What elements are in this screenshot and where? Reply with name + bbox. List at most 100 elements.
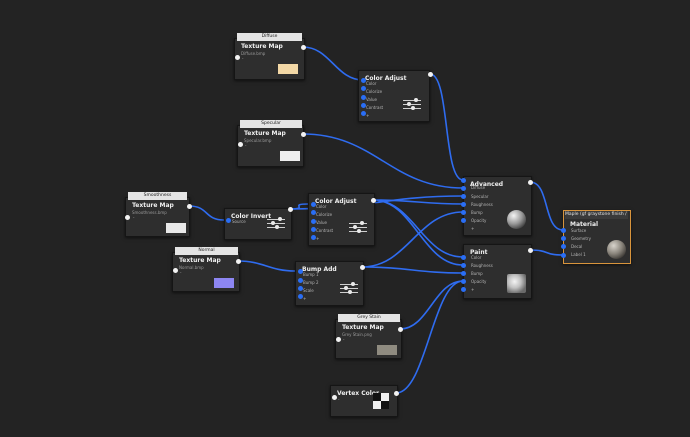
add-input-row[interactable]: -: [133, 215, 135, 220]
texture-swatch: [377, 345, 397, 355]
input-port[interactable]: [310, 201, 316, 207]
port-label-roughness: Roughness: [471, 202, 493, 207]
connection-wire[interactable]: [372, 199, 464, 205]
input-port[interactable]: [560, 243, 566, 249]
input-port[interactable]: [460, 262, 466, 268]
connection-wire[interactable]: [188, 205, 225, 221]
texture-map-grey-stain-node[interactable]: Texture Map Grey Stain.png -: [335, 319, 402, 359]
input-port[interactable]: [335, 336, 341, 342]
port-label-opacity: Opacity: [471, 279, 487, 284]
input-port[interactable]: [310, 234, 316, 240]
input-port[interactable]: [297, 277, 303, 283]
port-label-source: Source: [232, 219, 246, 224]
port-label-color: Color: [471, 255, 482, 260]
paint-node[interactable]: Paint Color Roughness Bump Opacity +: [463, 244, 532, 299]
node-title: Vertex Color: [337, 390, 379, 397]
output-port[interactable]: [300, 131, 306, 137]
connection-wire[interactable]: [429, 73, 464, 181]
output-port[interactable]: [393, 390, 399, 396]
add-input-row[interactable]: -: [245, 143, 247, 148]
advanced-node[interactable]: Advanced Diffuse Specular Roughness Bump…: [463, 176, 532, 236]
connection-wire[interactable]: [361, 266, 464, 274]
texture-map-normal-node[interactable]: Texture Map Normal.bmp -: [172, 252, 240, 292]
input-port[interactable]: [297, 268, 303, 274]
input-port[interactable]: [460, 254, 466, 260]
input-port[interactable]: [560, 227, 566, 233]
input-port[interactable]: [237, 141, 243, 147]
input-port[interactable]: [234, 54, 240, 60]
input-port[interactable]: [360, 94, 366, 100]
input-port[interactable]: [560, 252, 566, 258]
output-port[interactable]: [300, 44, 306, 50]
input-port[interactable]: [460, 185, 466, 191]
connection-wire[interactable]: [529, 181, 564, 231]
input-port[interactable]: [172, 267, 178, 273]
input-port[interactable]: [331, 394, 337, 400]
add-input-row[interactable]: -: [338, 397, 340, 402]
input-port[interactable]: [297, 285, 303, 291]
output-port[interactable]: [186, 203, 192, 209]
add-input-row[interactable]: -: [343, 337, 345, 342]
input-port[interactable]: [360, 102, 366, 108]
add-input-row[interactable]: +: [471, 226, 475, 231]
input-port[interactable]: [360, 85, 366, 91]
port-label-diffuse: Diffuse: [471, 185, 486, 190]
vertex-color-node[interactable]: Vertex Color -: [330, 385, 398, 417]
connection-wire[interactable]: [529, 249, 564, 256]
input-port[interactable]: [460, 193, 466, 199]
add-input-row[interactable]: -: [242, 56, 244, 61]
input-port[interactable]: [360, 110, 366, 116]
connection-wire[interactable]: [399, 280, 464, 330]
output-port[interactable]: [287, 206, 293, 212]
output-port[interactable]: [359, 264, 365, 270]
material-node[interactable]: Material Surface Geometry Decal Label 1: [563, 210, 631, 264]
input-port[interactable]: [460, 278, 466, 284]
input-port[interactable]: [460, 201, 466, 207]
output-port[interactable]: [527, 247, 533, 253]
connection-wire[interactable]: [361, 211, 464, 268]
input-port[interactable]: [460, 217, 466, 223]
connection-wire[interactable]: [302, 133, 464, 189]
add-input-row[interactable]: +: [316, 236, 320, 241]
input-port[interactable]: [310, 226, 316, 232]
input-port[interactable]: [560, 235, 566, 241]
output-port[interactable]: [427, 71, 433, 77]
connection-wire[interactable]: [372, 199, 464, 266]
add-input-row[interactable]: +: [471, 287, 475, 292]
port-label-geometry: Geometry: [571, 236, 591, 241]
node-tag-diffuse: Diffuse: [237, 33, 302, 41]
add-input-row[interactable]: +: [366, 113, 370, 118]
color-adjust-node-2[interactable]: Color Adjust Color Colorize Value Contra…: [308, 193, 375, 246]
color-adjust-node-1[interactable]: Color Adjust Color Colorize Value Contra…: [358, 70, 430, 122]
add-input-row[interactable]: +: [303, 296, 307, 301]
node-tag-smoothness: Smoothness: [128, 192, 187, 200]
input-port[interactable]: [310, 218, 316, 224]
connection-wire[interactable]: [395, 280, 464, 394]
input-port[interactable]: [124, 214, 130, 220]
port-label-value: Value: [366, 97, 377, 102]
output-port[interactable]: [235, 258, 241, 264]
input-port[interactable]: [460, 286, 466, 292]
bump-add-node[interactable]: Bump Add Bump 1 Bump 2 Scale +: [295, 261, 364, 306]
input-port[interactable]: [460, 209, 466, 215]
input-port[interactable]: [310, 209, 316, 215]
node-filename: Specular.bmp: [244, 138, 272, 143]
connection-wire[interactable]: [237, 260, 296, 272]
output-port[interactable]: [527, 179, 533, 185]
node-title: Texture Map: [342, 324, 384, 331]
material-name-tag: Maple (gf graystone finish / g...: [565, 211, 628, 219]
output-port[interactable]: [370, 197, 376, 203]
texture-map-smoothness-node[interactable]: Texture Map Smoothness.bmp -: [125, 197, 190, 237]
connection-wire[interactable]: [302, 46, 364, 81]
color-invert-node[interactable]: Color Invert Source: [224, 208, 292, 240]
input-port[interactable]: [297, 293, 303, 299]
output-port[interactable]: [397, 326, 403, 332]
connection-wire[interactable]: [372, 199, 464, 258]
add-input-row[interactable]: -: [180, 270, 182, 275]
texture-map-diffuse-node[interactable]: Texture Map Diffuse.bmp -: [234, 38, 305, 80]
input-port[interactable]: [225, 217, 231, 223]
input-port[interactable]: [460, 270, 466, 276]
input-port[interactable]: [460, 177, 466, 183]
input-port[interactable]: [360, 77, 366, 83]
texture-map-specular-node[interactable]: Texture Map Specular.bmp -: [237, 125, 304, 167]
